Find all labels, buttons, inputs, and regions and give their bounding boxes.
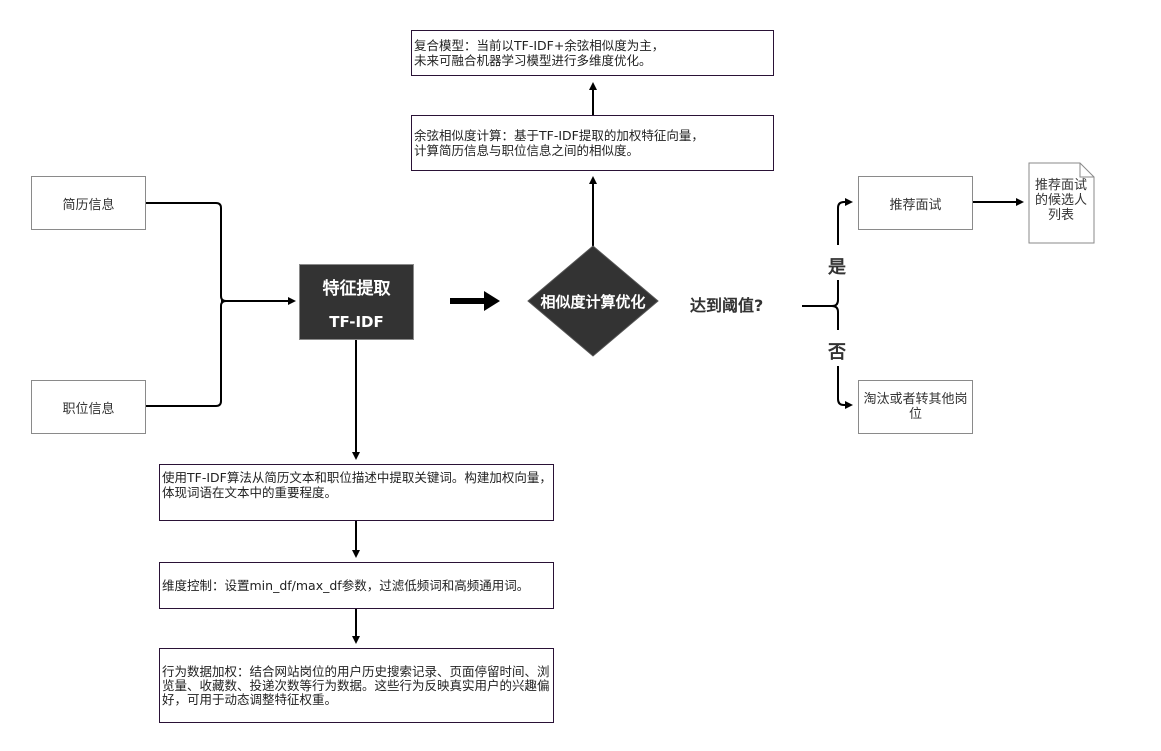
- edge-no-branch-lower: [837, 366, 853, 409]
- edge-yes-branch: [831, 280, 839, 307]
- node-behavior-weighting[interactable]: 行为数据加权：结合网站岗位的用户历史搜索记录、页面停留时间、浏览量、收藏数、投递…: [159, 648, 554, 723]
- node-job-info[interactable]: 职位信息: [31, 380, 146, 434]
- composite-model-text: 复合模型：当前以TF-IDF+余弦相似度为主， 未来可融合机器学习模型进行多维度…: [414, 38, 665, 68]
- dimension-control-text: 维度控制：设置min_df/max_df参数，过滤低频词和高频通用词。: [162, 578, 530, 593]
- reject-or-transfer-label: 淘汰或者转其他岗位: [863, 392, 968, 422]
- decision-question: 达到阈值?: [690, 296, 764, 315]
- node-tfidf-description[interactable]: 使用TF-IDF算法从简历文本和职位描述中提取关键词。构建加权向量，体现词语在文…: [159, 464, 554, 521]
- recommend-interview-label: 推荐面试: [889, 197, 942, 213]
- edge-no-branch: [831, 305, 839, 330]
- feature-extraction-subtitle: TF-IDF: [329, 312, 384, 331]
- decision-diamond: [527, 245, 659, 357]
- node-dimension-control[interactable]: 维度控制：设置min_df/max_df参数，过滤低频词和高频通用词。: [159, 562, 554, 609]
- node-resume-info[interactable]: 简历信息: [31, 176, 146, 230]
- edge-job-to-merge: [146, 300, 227, 407]
- document-shape: [1028, 162, 1095, 244]
- behavior-weighting-text: 行为数据加权：结合网站岗位的用户历史搜索记录、页面停留时间、浏览量、收藏数、投递…: [162, 663, 550, 707]
- node-job-info-label: 职位信息: [62, 401, 115, 417]
- document-fold: [1079, 163, 1094, 178]
- node-cosine-similarity[interactable]: 余弦相似度计算：基于TF-IDF提取的加权特征向量， 计算简历信息与职位信息之间…: [411, 115, 774, 171]
- thick-arrow-head: [484, 291, 500, 311]
- node-resume-info-label: 简历信息: [62, 197, 115, 213]
- edge-yes-branch-upper: [837, 198, 853, 245]
- feature-extraction-title: 特征提取: [322, 278, 391, 299]
- candidate-list-document: 推荐面试的候选人列表: [1034, 178, 1087, 223]
- node-composite-model[interactable]: 复合模型：当前以TF-IDF+余弦相似度为主， 未来可融合机器学习模型进行多维度…: [411, 30, 774, 76]
- branch-yes-label: 是: [828, 253, 846, 279]
- node-reject-or-transfer[interactable]: 淘汰或者转其他岗位: [858, 380, 973, 434]
- edge-resume-to-merge: [146, 202, 227, 302]
- tfidf-description-text: 使用TF-IDF算法从简历文本和职位描述中提取关键词。构建加权向量，体现词语在文…: [162, 470, 552, 500]
- cosine-similarity-text: 余弦相似度计算：基于TF-IDF提取的加权特征向量， 计算简历信息与职位信息之间…: [414, 128, 704, 158]
- node-recommend-interview[interactable]: 推荐面试: [858, 176, 973, 230]
- branch-no-label: 否: [828, 338, 846, 364]
- node-feature-extraction[interactable]: 特征提取 TF-IDF: [299, 264, 414, 340]
- decision-label: 相似度计算优化: [540, 293, 646, 311]
